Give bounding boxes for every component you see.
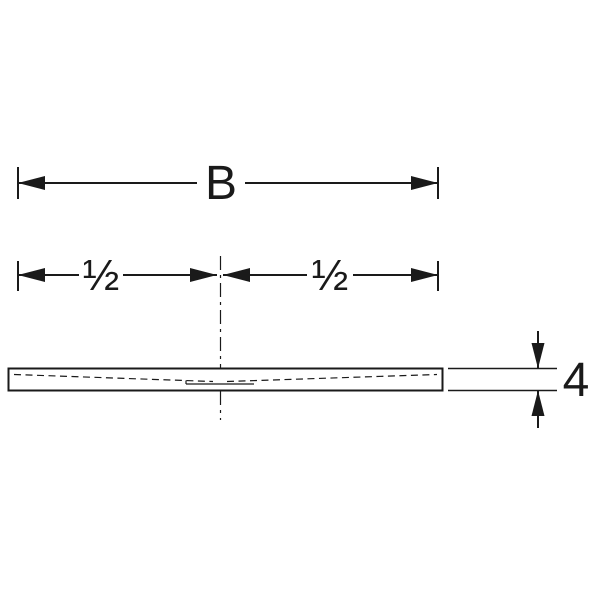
arrowhead-right-icon bbox=[411, 176, 438, 190]
arrowhead-center-icon bbox=[223, 268, 250, 282]
tray-outline bbox=[7, 367, 444, 392]
right-half-label: ½ bbox=[312, 251, 349, 300]
left-half-label: ½ bbox=[83, 251, 120, 300]
arrowhead-left-icon bbox=[18, 268, 45, 282]
slope-line-right bbox=[226, 373, 438, 383]
total-width-label: B bbox=[205, 157, 237, 210]
slope-line-left bbox=[13, 373, 214, 383]
arrowhead-center-icon bbox=[190, 268, 217, 282]
tray-cross-section bbox=[7, 367, 444, 392]
thickness-label: 4 bbox=[563, 354, 590, 407]
dimension-total-width: B bbox=[17, 157, 439, 210]
arrowhead-up-icon bbox=[531, 390, 545, 416]
arrowhead-left-icon bbox=[18, 176, 45, 190]
arrowhead-right-icon bbox=[411, 268, 438, 282]
arrowhead-down-icon bbox=[531, 343, 545, 369]
dimension-right-half: ½ bbox=[223, 251, 439, 300]
dimension-thickness: 4 bbox=[448, 331, 589, 428]
dimension-left-half: ½ bbox=[17, 251, 217, 300]
